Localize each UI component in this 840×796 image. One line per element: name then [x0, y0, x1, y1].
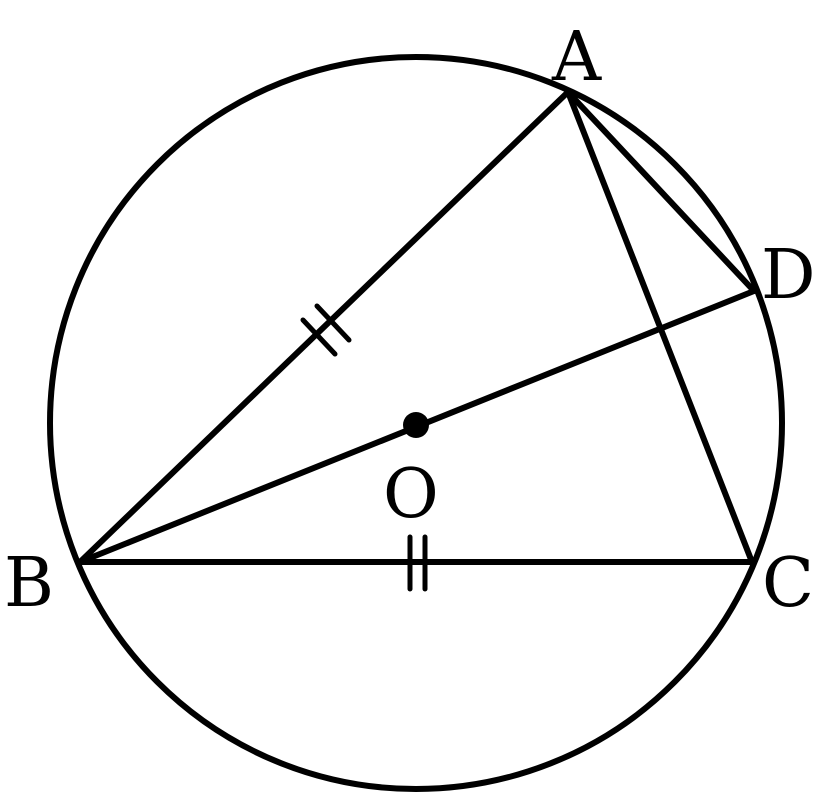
tick-marks-ab [300, 303, 352, 357]
segment-ad [565, 89, 757, 294]
circumcircle [47, 54, 785, 792]
segment-ab [77, 89, 571, 565]
label-a: A [551, 18, 602, 97]
label-c: C [762, 544, 814, 623]
center-point-o [403, 412, 429, 438]
label-d: D [761, 236, 816, 315]
tick-ab-2 [314, 303, 352, 343]
tick-marks-bc [407, 534, 428, 592]
label-b: B [4, 544, 54, 623]
tick-ab-1 [300, 317, 338, 357]
label-o: O [383, 455, 439, 534]
